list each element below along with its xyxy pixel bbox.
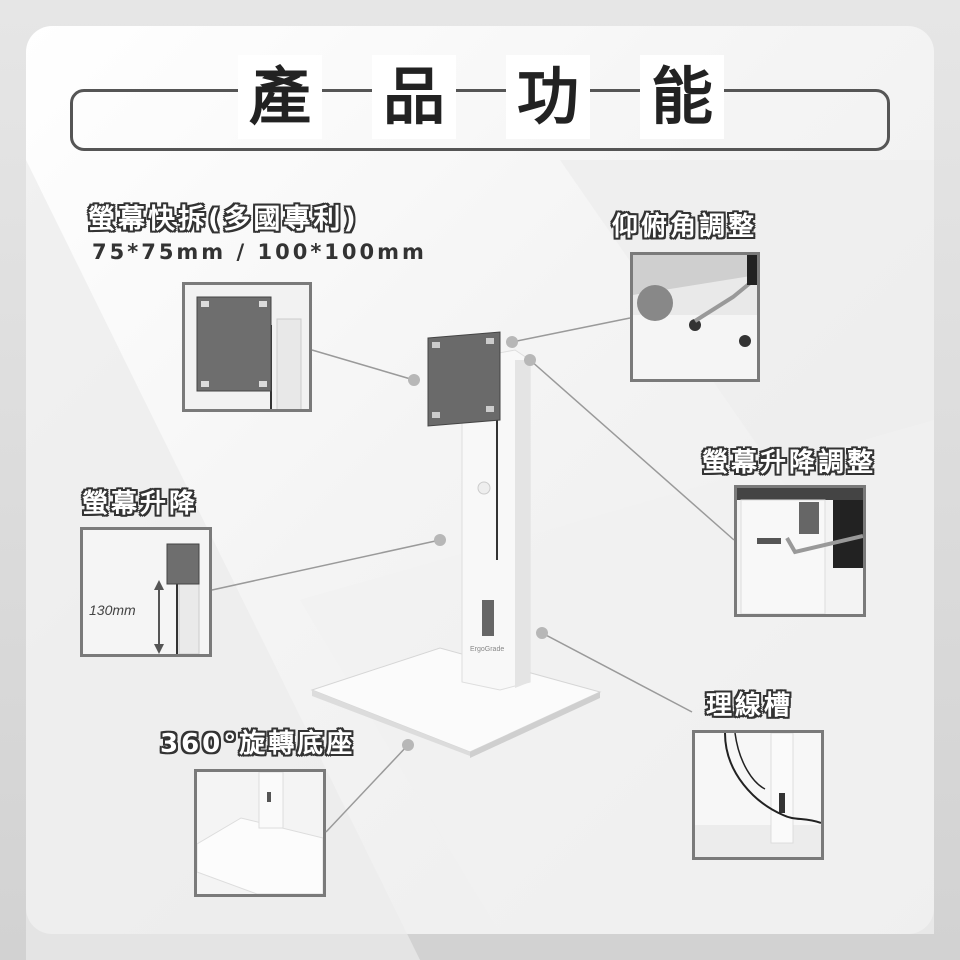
lift-image (83, 530, 209, 654)
title-char-4: 能 (640, 55, 724, 139)
quick-release-label: 螢幕快拆(多國專利) (88, 204, 359, 235)
title-char-2: 品 (372, 55, 456, 139)
cable-label: 理線槽 (706, 691, 794, 721)
cable-photo (692, 730, 824, 860)
height-adjust-image (737, 488, 863, 614)
height-adjust-label: 螢幕升降調整 (702, 448, 877, 478)
brand-mark: ErgoGrade (470, 646, 505, 653)
swivel-photo (194, 769, 326, 897)
cable-image (695, 733, 821, 857)
lift-range-text: 130mm (89, 602, 136, 618)
tilt-hinge-image (633, 255, 757, 379)
lift-photo: 130mm (80, 527, 212, 657)
lift-label: 螢幕升降 (82, 489, 199, 519)
swivel-label: 360°旋轉底座 (160, 729, 356, 759)
swivel-base-image (197, 772, 323, 894)
vesa-plate-image (185, 285, 309, 409)
height-adjust-photo (734, 485, 866, 617)
header-bar (70, 89, 890, 151)
tilt-label: 仰俯角調整 (612, 212, 758, 242)
title-char-1: 產 (238, 55, 322, 139)
tilt-photo (630, 252, 760, 382)
title-char-3: 功 (506, 55, 590, 139)
quick-release-photo (182, 282, 312, 412)
quick-release-spec: 75*75mm / 100*100mm (92, 240, 427, 264)
